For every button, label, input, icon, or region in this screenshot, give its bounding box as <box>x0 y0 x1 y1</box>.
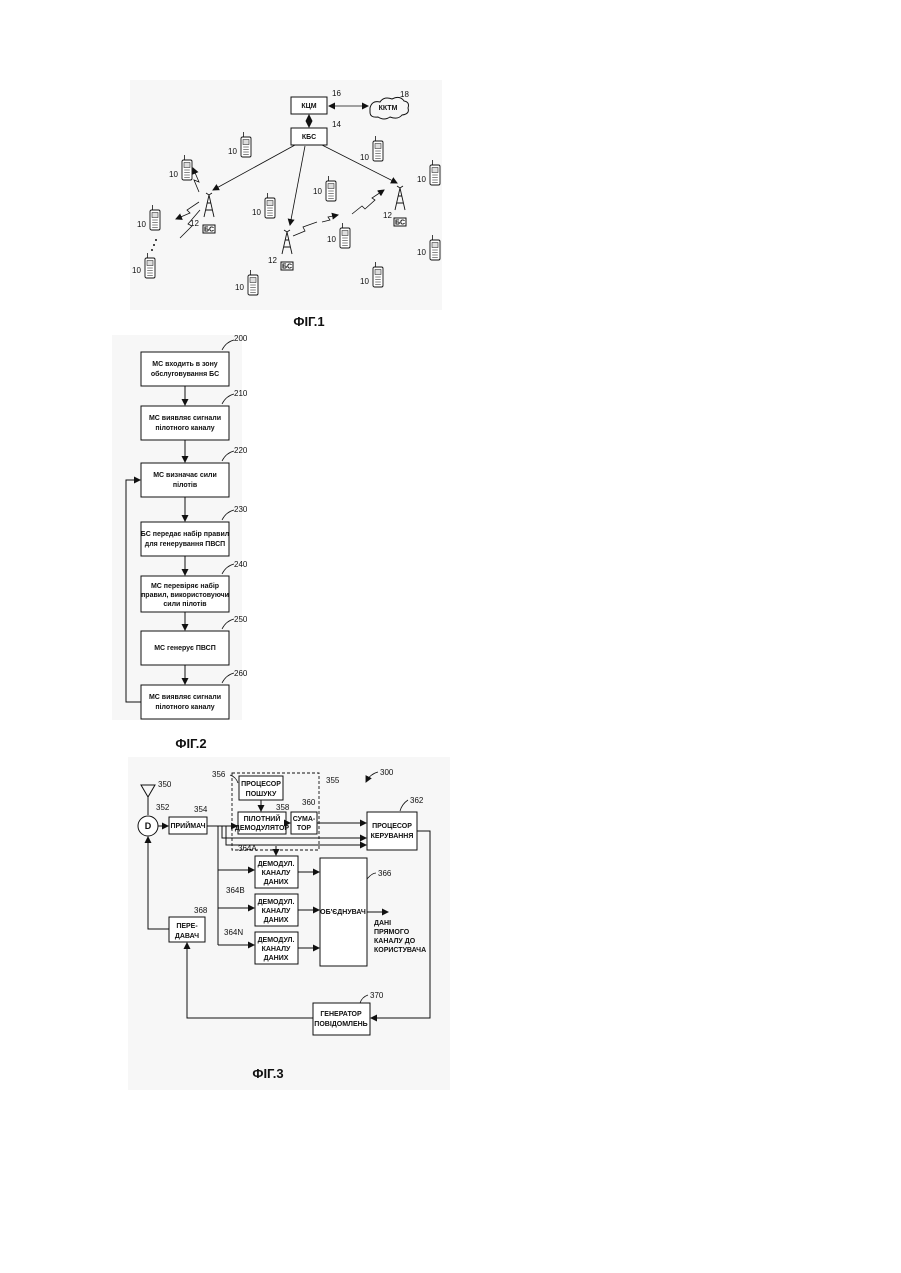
message-generator-line: ГЕНЕРАТОР <box>320 1011 362 1018</box>
step-line: для генерування ПВСП <box>145 541 225 548</box>
step-line: БС передає набір правил <box>141 530 229 538</box>
device-ref: 300 <box>380 768 394 777</box>
step-line: обслуговування БС <box>151 370 219 378</box>
adder-line: ТОР <box>297 825 312 832</box>
combiner-label: ОБ'ЄДНУВАЧ <box>320 909 366 916</box>
step-line: пілотного каналу <box>155 424 214 432</box>
output-line: ДАНІ <box>374 920 391 927</box>
demod-line: ДАНИХ <box>264 879 289 886</box>
ms-ref: 10 <box>313 187 322 196</box>
fig1-background <box>130 80 442 310</box>
ms-ref: 10 <box>252 208 261 217</box>
ms-ref: 10 <box>235 283 244 292</box>
demod-line: ДАНИХ <box>264 917 289 924</box>
control-processor-ref: 362 <box>410 796 424 805</box>
bs-left-label: БС <box>204 227 214 234</box>
control-processor-line: КЕРУВАННЯ <box>371 833 414 840</box>
ms-ref: 10 <box>327 235 336 244</box>
demod-ref: 364A <box>238 844 257 853</box>
bs-center-ref: 12 <box>268 256 277 265</box>
demod-line: ДЕМОДУЛ. <box>258 937 295 944</box>
receiver-label: ПРИЙМАЧ <box>170 821 205 830</box>
ms-ref: 10 <box>169 170 178 179</box>
demod-line: КАНАЛУ <box>262 870 291 877</box>
combiner-ref: 366 <box>378 869 392 878</box>
searcher-line: ПРОЦЕСОР <box>241 781 281 788</box>
searcher-line: ПОШУКУ <box>246 791 277 798</box>
fig1-title: ФІГ.1 <box>293 314 324 329</box>
bsc-ref: 14 <box>332 120 341 129</box>
fig3-title: ФІГ.3 <box>252 1066 283 1081</box>
antenna-ref: 350 <box>158 780 172 789</box>
step-line: правил, використовуючи <box>141 592 229 599</box>
control-processor-line: ПРОЦЕСОР <box>372 823 412 830</box>
step-ref: 200 <box>234 334 248 343</box>
step-line: пілотів <box>173 481 198 489</box>
message-generator-ref: 370 <box>370 991 384 1000</box>
pilot-demodulator-ref: 358 <box>276 803 290 812</box>
output-line: КАНАЛУ ДО <box>374 938 416 945</box>
demod-ref: 364B <box>226 886 245 895</box>
output-line: ПРЯМОГО <box>374 929 410 936</box>
demod-line: КАНАЛУ <box>262 908 291 915</box>
adder-ref: 360 <box>302 798 316 807</box>
duplexer-ref: 352 <box>156 803 170 812</box>
bs-center-label: БС <box>282 264 292 271</box>
message-generator-line: ПОВІДОМЛЕНЬ <box>314 1021 367 1028</box>
bs-right-ref: 12 <box>383 211 392 220</box>
step-line: МС входить в зону <box>152 361 218 368</box>
demod-line: КАНАЛУ <box>262 946 291 953</box>
figure-2-flowchart: МС входить в зону обслуговування БС 200 … <box>112 334 248 751</box>
bsc-label: КБС <box>302 134 316 141</box>
step-line: МС виявляє сигнали <box>149 694 221 701</box>
figure-1-network: КЦМ 16 ККТМ 18 КБС 14 БС 12 БС 12 БС 12 <box>130 80 442 329</box>
ms-ref: 10 <box>132 266 141 275</box>
bs-right-label: БС <box>395 220 405 227</box>
demod-ref: 364N <box>224 928 243 937</box>
figure-3-block-diagram: 300 350 D 352 ПРИЙМАЧ 354 355 356 ПРОЦЕС… <box>128 757 450 1090</box>
pstn-ref: 18 <box>400 90 409 99</box>
pstn-label: ККТМ <box>379 105 398 112</box>
step-ref: 220 <box>234 446 248 455</box>
duplexer-label: D <box>145 821 152 831</box>
msc-ref: 16 <box>332 89 341 98</box>
message-generator-box <box>313 1003 370 1035</box>
demod-line: ДАНИХ <box>264 955 289 962</box>
receiver-ref: 354 <box>194 805 208 814</box>
transmitter-line: ДАВАЧ <box>175 933 199 940</box>
control-processor-box <box>367 812 417 850</box>
transmitter-ref: 368 <box>194 906 208 915</box>
step-line: МС перевіряє набір <box>151 582 219 590</box>
ms-ref: 10 <box>417 248 426 257</box>
pilot-demodulator-line: ДЕМОДУЛЯТОР <box>235 825 289 832</box>
search-group-ref: 355 <box>326 776 340 785</box>
step-line: пілотного каналу <box>155 703 214 711</box>
ms-ref: 10 <box>417 175 426 184</box>
transmitter-line: ПЕРЕ- <box>176 923 198 930</box>
step-ref: 240 <box>234 560 248 569</box>
step-line: сили пілотів <box>163 600 207 608</box>
step-ref: 260 <box>234 669 248 678</box>
ms-ref: 10 <box>137 220 146 229</box>
fig2-title: ФІГ.2 <box>175 736 206 751</box>
searcher-ref: 356 <box>212 770 226 779</box>
output-line: КОРИСТУВАЧА <box>374 947 426 954</box>
msc-label: КЦМ <box>301 103 316 110</box>
step-ref: 250 <box>234 615 248 624</box>
ms-ref: 10 <box>228 147 237 156</box>
demod-line: ДЕМОДУЛ. <box>258 899 295 906</box>
adder-line: СУМА- <box>293 816 316 823</box>
ms-ref: 10 <box>360 277 369 286</box>
pilot-demodulator-line: ПІЛОТНИЙ <box>244 814 281 823</box>
step-line: МС генерує ПВСП <box>154 645 216 652</box>
demod-line: ДЕМОДУЛ. <box>258 861 295 868</box>
step-line: МС виявляє сигнали <box>149 415 221 422</box>
step-ref: 230 <box>234 505 248 514</box>
step-ref: 210 <box>234 389 248 398</box>
ms-ref: 10 <box>360 153 369 162</box>
step-line: МС визначає сили <box>153 472 217 479</box>
